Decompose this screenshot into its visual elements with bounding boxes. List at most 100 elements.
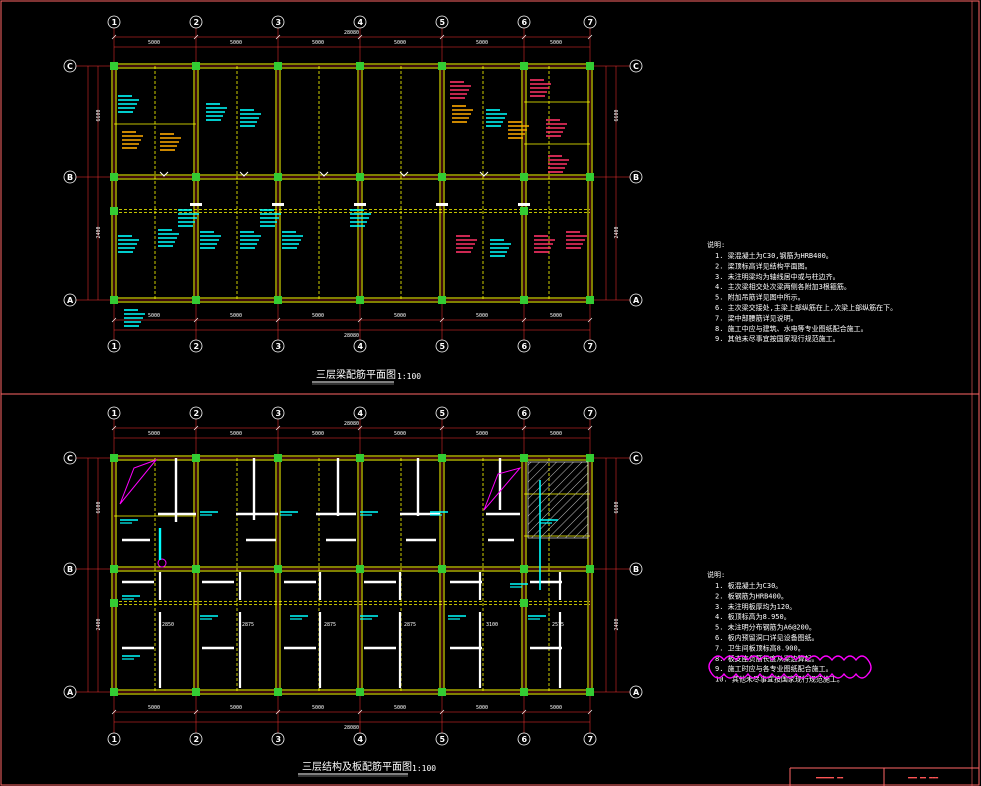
axis-label-top: 5	[440, 409, 446, 418]
note-line: 5. 附加吊筋详见图中所示。	[715, 293, 805, 302]
dimension-tick	[587, 34, 593, 40]
axis-label-bottom: 4	[358, 735, 364, 744]
note-line: 6. 板内预留洞口详见设备图纸。	[715, 633, 819, 642]
notes-block-1: 说明: 1. 梁混凝土为C30,钢筋为HRB400。2. 梁顶标高详见结构平面图…	[707, 240, 897, 343]
depth-dimension: 2400	[96, 226, 102, 238]
depth-dimension: 2400	[96, 618, 102, 630]
axis-label-right: C	[633, 454, 639, 463]
bay-dimension: 5000	[312, 431, 324, 437]
axis-label-bottom: 6	[522, 342, 528, 351]
dimension-tick	[521, 425, 527, 431]
bay-dimension: 5000	[230, 40, 242, 46]
axis-bubble-top	[271, 406, 285, 420]
bay-dimension: 5000	[394, 431, 406, 437]
note-line: 1. 梁混凝土为C30,钢筋为HRB400。	[715, 251, 833, 260]
axis-label-top: 7	[588, 409, 594, 418]
dimension-tick	[521, 317, 527, 323]
dimension-tick	[357, 34, 363, 40]
plan-scale-1: 1:100	[397, 372, 421, 381]
column	[274, 454, 282, 462]
support-mark	[190, 203, 202, 206]
bay-dimension-bottom: 5000	[394, 313, 406, 319]
axis-bubble-bottom	[435, 339, 449, 353]
axis-bubble-bottom	[517, 732, 531, 746]
axis-bubble-left	[63, 451, 77, 465]
bay-dimension: 5000	[312, 40, 324, 46]
axis-bubble-top	[583, 406, 597, 420]
bay-dimension: 5000	[550, 431, 562, 437]
support-mark	[518, 203, 530, 206]
axis-bubble-top	[107, 406, 121, 420]
axis-label-right: A	[633, 688, 640, 697]
rebar-arrow	[399, 171, 409, 177]
column	[438, 62, 446, 70]
axis-label-top: 2	[194, 409, 200, 418]
bay-dimension-bottom: 5000	[550, 705, 562, 711]
rebar-arrow	[319, 171, 329, 177]
axis-label-left: B	[67, 565, 73, 574]
column	[110, 62, 118, 70]
bay-dimension-bottom: 5000	[394, 705, 406, 711]
axis-label-top: 4	[358, 409, 364, 418]
axis-bubble-bottom	[271, 732, 285, 746]
depth-dimension: 6600	[96, 109, 102, 121]
overall-dimension: 28080	[344, 421, 359, 427]
column	[274, 296, 282, 304]
title-block-cell-1: ▬▬▬▬▬▬ ▬▬	[816, 775, 843, 781]
axis-label-bottom: 2	[194, 342, 200, 351]
column	[520, 688, 528, 696]
axis-label-left: C	[67, 454, 73, 463]
axis-label-left: A	[67, 688, 74, 697]
dimension-tick	[587, 317, 593, 323]
notes-header-1: 说明:	[707, 240, 725, 249]
axis-bubble-bottom	[107, 732, 121, 746]
axis-bubble-top	[107, 15, 121, 29]
dimension-tick	[587, 425, 593, 431]
bay-dimension-bottom: 5000	[148, 313, 160, 319]
note-line: 8. 施工中应与建筑、水电等专业图纸配合施工。	[715, 324, 868, 333]
bay-dimension: 5000	[394, 40, 406, 46]
note-line: 9. 施工时应与各专业图纸配合施工。	[715, 664, 833, 673]
axis-bubble-bottom	[435, 732, 449, 746]
column	[192, 62, 200, 70]
column	[274, 62, 282, 70]
column	[192, 296, 200, 304]
note-line: 4. 主次梁相交处次梁两侧各附加3根箍筋。	[715, 282, 851, 291]
axis-label-left: A	[67, 296, 74, 305]
axis-bubble-left	[63, 685, 77, 699]
axis-label-top: 6	[522, 18, 528, 27]
slab-span-label: 2875	[242, 622, 254, 628]
column	[356, 688, 364, 696]
note-line: 8. 板支座负筋长度从梁边算起。	[715, 654, 819, 663]
axis-label-bottom: 1	[112, 342, 118, 351]
bay-dimension: 5000	[148, 431, 160, 437]
dimension-tick	[111, 425, 117, 431]
rebar-arrow	[479, 171, 489, 177]
bay-dimension: 5000	[476, 40, 488, 46]
column	[274, 173, 282, 181]
column	[586, 454, 594, 462]
column	[520, 565, 528, 573]
dimension-tick	[587, 709, 593, 715]
axis-bubble-top	[353, 15, 367, 29]
axis-bubble-bottom	[271, 339, 285, 353]
axis-label-top: 1	[112, 409, 118, 418]
column	[586, 688, 594, 696]
bay-dimension: 5000	[230, 431, 242, 437]
slab-span-label: 2875	[324, 622, 336, 628]
dimension-tick	[193, 317, 199, 323]
dimension-tick	[439, 425, 445, 431]
slab-span-label: 3100	[486, 622, 498, 628]
depth-dimension-right: 6600	[614, 109, 620, 121]
column	[586, 296, 594, 304]
support-mark	[354, 203, 366, 206]
axis-bubble-bottom	[189, 732, 203, 746]
note-line: 10. 其他未尽事宜按国家现行规范施工。	[715, 675, 844, 684]
column	[192, 454, 200, 462]
depth-dimension-right: 2400	[614, 618, 620, 630]
dimension-tick	[521, 709, 527, 715]
axis-bubble-left	[63, 293, 77, 307]
axis-label-right: C	[633, 62, 639, 71]
column	[192, 688, 200, 696]
